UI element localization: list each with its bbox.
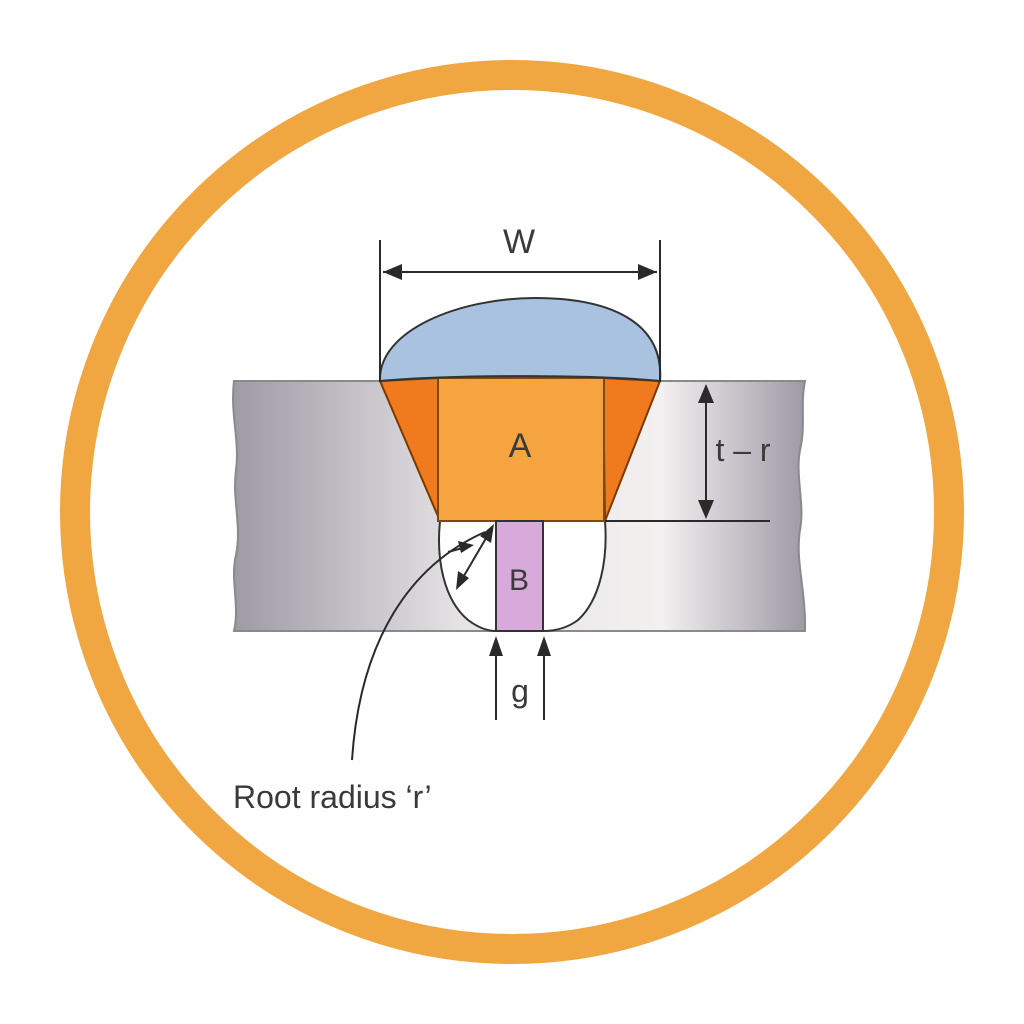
- area-b: [495, 520, 544, 632]
- w-arrow-right: [638, 264, 657, 280]
- area-a-label: A: [509, 427, 532, 465]
- depth-label: t – r: [715, 432, 770, 468]
- area-a: [437, 377, 605, 522]
- gap-arrow-left: [489, 636, 503, 656]
- gap-arrow-right: [537, 636, 551, 656]
- depth-arrow-top: [698, 384, 714, 403]
- w-arrow-left: [383, 264, 402, 280]
- radius-arrow-start: [456, 571, 469, 590]
- area-b-label: B: [509, 564, 529, 597]
- depth-arrow-bottom: [698, 500, 714, 519]
- width-label: W: [503, 223, 535, 261]
- gap-label: g: [511, 673, 529, 709]
- weld-cap: [378, 296, 662, 383]
- radius-arrow-end: [480, 524, 494, 543]
- root-radius-leader: [351, 531, 486, 761]
- root-radius-label: Root radius ‘r’: [233, 779, 432, 815]
